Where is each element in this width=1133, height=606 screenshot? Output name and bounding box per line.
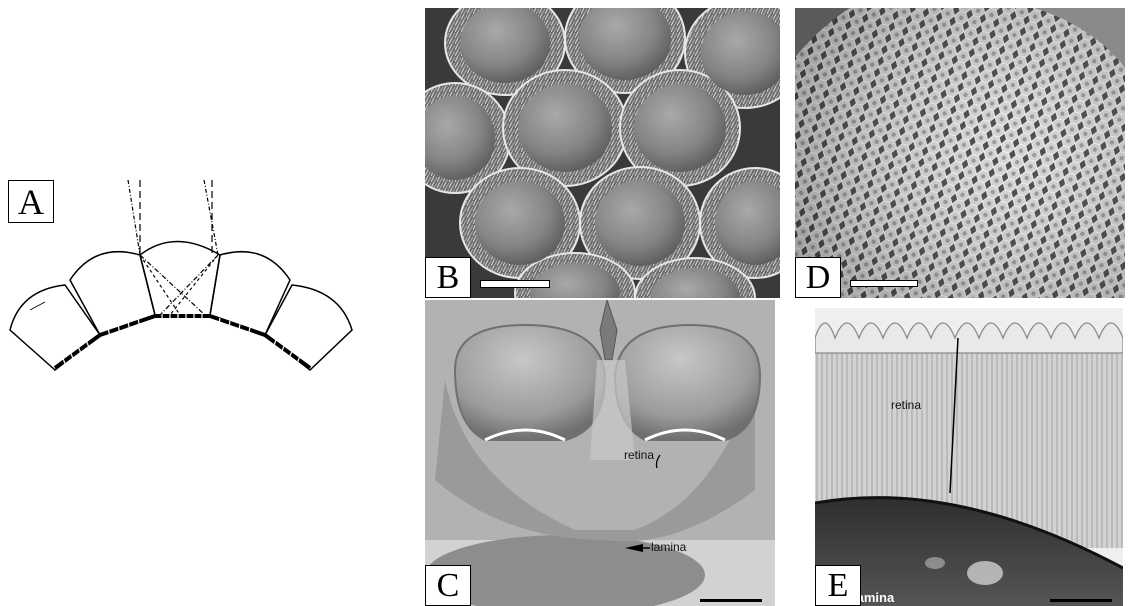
- annotation-retina: retina: [624, 448, 655, 462]
- tem-section-large: [425, 300, 775, 606]
- panel-label-d: D: [795, 257, 841, 298]
- panel-label-a: A: [8, 180, 54, 223]
- lamina-region: [425, 535, 705, 606]
- eye-schematic-diagram: [9, 180, 353, 371]
- scale-bar: [1050, 599, 1112, 602]
- panel-c-tem-image: [425, 300, 775, 606]
- scale-bar: [850, 280, 918, 287]
- panel-label-c: C: [425, 565, 471, 606]
- ommatidium-outline: [264, 284, 353, 371]
- lens-sections: [453, 323, 762, 442]
- scale-bar: [480, 280, 550, 288]
- panel-a-schematic: [0, 180, 380, 380]
- panel-e-tem-image: [815, 308, 1123, 606]
- annotation-lamina: lamina: [853, 590, 895, 605]
- tem-section-small: [815, 308, 1123, 606]
- lamina-region: [815, 497, 1123, 606]
- scale-bar: [700, 599, 762, 602]
- panel-label-e: E: [815, 565, 861, 606]
- sem-facets-large: [425, 8, 780, 298]
- annotation-lamina: lamina: [651, 540, 687, 554]
- corneal-facets: [815, 322, 1123, 354]
- retina-region: [435, 380, 755, 542]
- sem-facets-small: [795, 8, 1125, 298]
- panel-label-b: B: [425, 257, 471, 298]
- facet-lenses: [425, 8, 780, 298]
- panel-b-sem-image: [425, 8, 780, 298]
- optical-axis-lines: [127, 180, 219, 316]
- panel-d-sem-image: [795, 8, 1125, 298]
- ommatidium-outline: [209, 251, 291, 336]
- ommatidium-outline: [139, 240, 221, 316]
- ommatidium-outline: [9, 284, 102, 371]
- annotation-retina: retina: [891, 398, 922, 412]
